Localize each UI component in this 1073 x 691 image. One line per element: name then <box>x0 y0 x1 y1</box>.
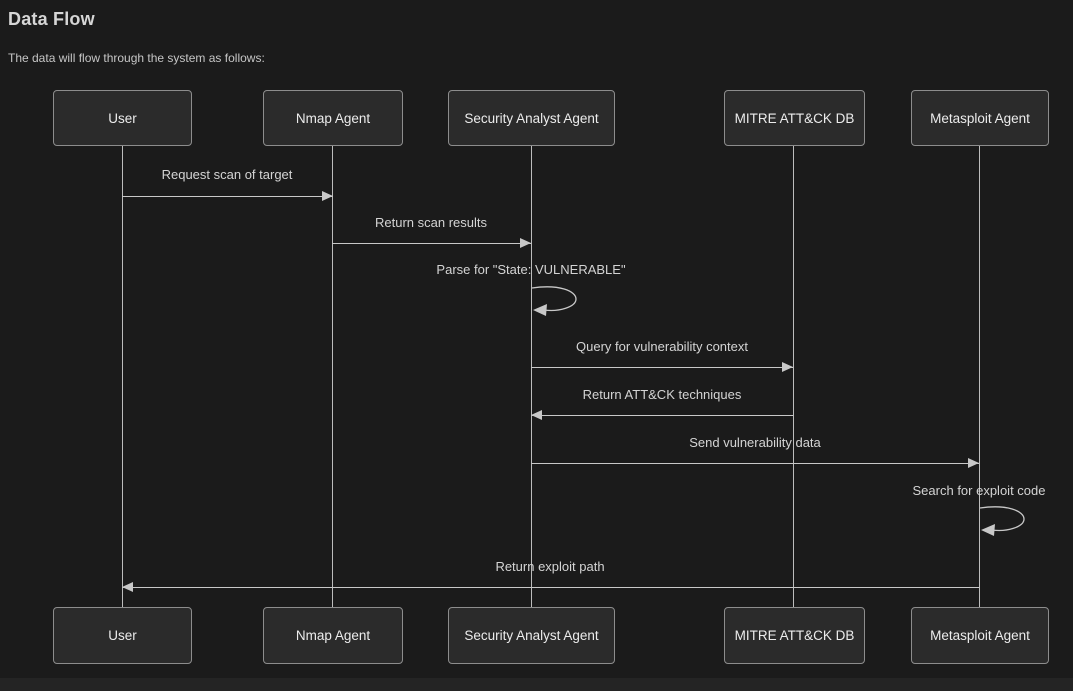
actor-bottom-metasploit-agent: Metasploit Agent <box>911 607 1049 664</box>
actor-label: User <box>108 110 137 126</box>
actor-label: MITRE ATT&CK DB <box>734 628 855 643</box>
message-line <box>531 415 793 416</box>
actor-top-metasploit-agent: Metasploit Agent <box>911 90 1049 146</box>
message-label-return-scan-results: Return scan results <box>375 215 487 230</box>
actor-top-user: User <box>53 90 192 146</box>
self-loop-security-analyst <box>531 286 577 316</box>
message-line <box>122 196 333 197</box>
actor-label: Security Analyst Agent <box>464 110 599 126</box>
page-subtitle: The data will flow through the system as… <box>8 51 265 65</box>
message-label-return-attck-techniques: Return ATT&CK techniques <box>582 387 742 402</box>
actor-top-mitre-attck-db: MITRE ATT&CK DB <box>724 90 865 146</box>
actor-label: Metasploit Agent <box>930 110 1030 126</box>
bottom-edge-strip <box>0 678 1073 691</box>
actor-bottom-user: User <box>53 607 192 664</box>
arrowhead-left <box>122 582 133 592</box>
message-line <box>531 367 793 368</box>
arrowhead-right <box>520 238 531 248</box>
message-line <box>122 587 979 588</box>
actor-bottom-security-analyst-agent: Security Analyst Agent <box>448 607 615 664</box>
self-loop-metasploit <box>979 506 1025 536</box>
arrowhead-right <box>782 362 793 372</box>
message-line <box>531 463 979 464</box>
message-label-return-exploit-path: Return exploit path <box>495 559 605 574</box>
actor-label: User <box>108 628 137 643</box>
message-label-request-scan: Request scan of target <box>161 167 293 182</box>
actor-label: Nmap Agent <box>295 110 371 126</box>
message-label-query-vuln-context: Query for vulnerability context <box>576 339 748 354</box>
arrowhead-right <box>322 191 333 201</box>
lifeline-user <box>122 146 123 607</box>
page-title: Data Flow <box>8 9 95 29</box>
message-label-parse-state: Parse for "State: VULNERABLE" <box>436 262 626 277</box>
actor-label: Nmap Agent <box>295 628 371 643</box>
message-label-search-exploit-code: Search for exploit code <box>912 483 1046 498</box>
lifeline-security-analyst-agent <box>531 146 532 607</box>
lifeline-nmap-agent <box>332 146 333 607</box>
actor-top-nmap-agent: Nmap Agent <box>263 90 403 146</box>
message-label-send-vuln-data: Send vulnerability data <box>689 435 821 450</box>
message-line <box>332 243 531 244</box>
actor-top-security-analyst-agent: Security Analyst Agent <box>448 90 615 146</box>
actor-bottom-mitre-attck-db: MITRE ATT&CK DB <box>724 607 865 664</box>
arrowhead-left <box>531 410 542 420</box>
lifeline-mitre-attck-db <box>793 146 794 607</box>
lifeline-metasploit-agent <box>979 146 980 607</box>
actor-label: MITRE ATT&CK DB <box>734 110 855 126</box>
actor-label: Security Analyst Agent <box>464 628 599 643</box>
actor-bottom-nmap-agent: Nmap Agent <box>263 607 403 664</box>
actor-label: Metasploit Agent <box>930 628 1030 643</box>
arrowhead-right <box>968 458 979 468</box>
